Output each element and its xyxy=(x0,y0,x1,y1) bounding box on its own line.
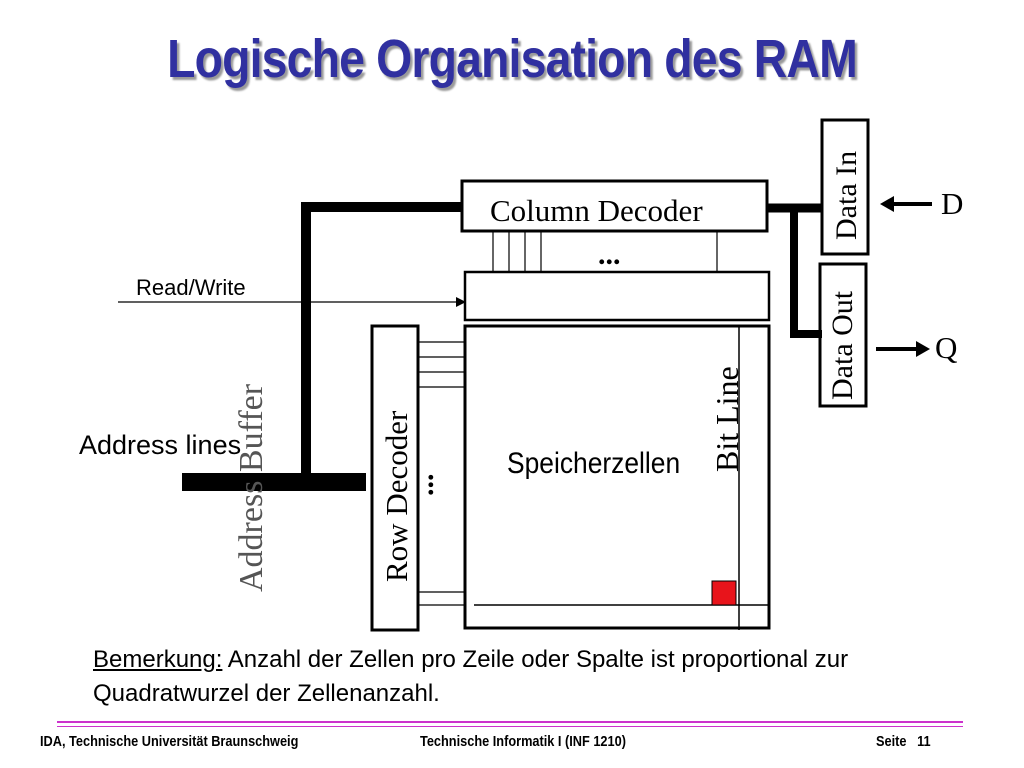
q-arrowhead xyxy=(916,341,930,357)
footer-institution: IDA, Technische Universität Braunschweig xyxy=(40,733,299,750)
remark: Bemerkung: Anzahl der Zellen pro Zeile o… xyxy=(93,643,973,711)
footer-rule-bottom xyxy=(57,726,963,727)
footer-rule-top xyxy=(57,721,963,723)
column-decoder-label: Column Decoder xyxy=(490,193,703,228)
remark-label: Bemerkung: xyxy=(93,646,223,673)
remark-text: Anzahl der Zellen pro Zeile oder Spalte … xyxy=(93,646,849,707)
footer-page-label: Seite xyxy=(876,733,907,750)
q-label: Q xyxy=(935,330,957,365)
data-in-label: Data In xyxy=(830,151,863,240)
selected-memory-cell xyxy=(711,580,737,606)
data-out-box xyxy=(818,262,868,408)
data-in-box xyxy=(820,118,870,256)
footer-page-number: 11 xyxy=(917,733,931,750)
memory-array-box xyxy=(463,324,771,630)
data-out-label: Data Out xyxy=(826,290,859,400)
row-ellipsis: ... xyxy=(407,474,440,497)
io-buffer-box xyxy=(463,270,771,322)
column-lines xyxy=(492,231,718,272)
bit-line-label: Bit Line xyxy=(709,366,745,472)
address-buffer-label: Address Buffer xyxy=(233,383,270,592)
footer-page: Seite 11 xyxy=(876,733,931,750)
footer-course: Technische Informatik I (INF 1210) xyxy=(420,733,626,750)
row-decoder-box xyxy=(370,324,420,632)
address-bus-upper xyxy=(301,202,462,480)
address-lines-label: Address lines xyxy=(79,430,241,460)
d-arrowhead xyxy=(880,196,894,212)
data-out-bus xyxy=(790,208,822,338)
memory-cells-label: Speicherzellen xyxy=(507,445,680,479)
row-lines xyxy=(418,341,465,606)
read-write-label: Read/Write xyxy=(136,275,246,300)
column-ellipsis: ... xyxy=(598,238,621,271)
d-label: D xyxy=(941,186,963,221)
slide-title: Logische Organisation des RAM xyxy=(167,29,858,89)
read-write-arrowhead xyxy=(456,297,466,307)
row-decoder-label: Row Decoder xyxy=(379,410,414,582)
